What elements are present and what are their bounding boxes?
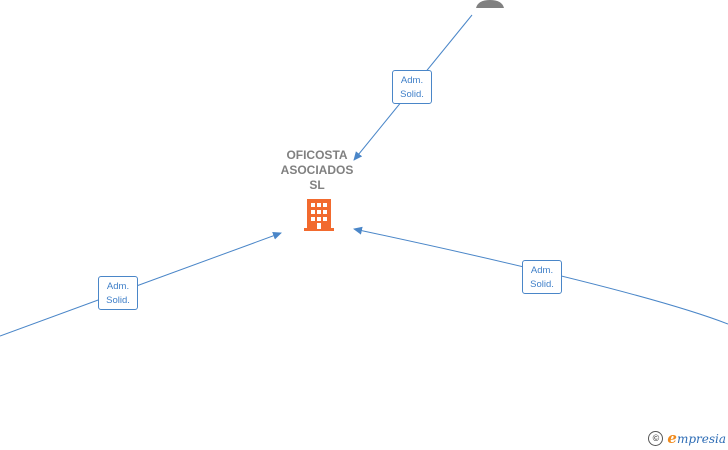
company-name-line-1: OFICOSTA (286, 148, 348, 162)
edge-label-role: Adm. (106, 281, 130, 292)
company-name-line-3: SL (309, 178, 325, 192)
edge-right (353, 226, 728, 325)
copyright-icon: © (648, 430, 664, 446)
edge-label-role-detail: Solid. (400, 89, 424, 100)
edge-label-role: Adm. (530, 265, 554, 276)
brand-name: mpresia (676, 432, 726, 446)
footer-branding: © empresia (648, 429, 726, 447)
building-icon[interactable] (304, 199, 334, 231)
edge-label-role-detail: Solid. (530, 279, 554, 290)
edge-label-role-detail: Solid. (106, 295, 130, 306)
edge-label-role: Adm. (400, 75, 424, 86)
edge-label-top[interactable]: Adm. Solid. (392, 70, 432, 104)
person-icon[interactable] (476, 0, 504, 8)
edge-label-left[interactable]: Adm. Solid. (98, 276, 138, 310)
company-name-line-2: ASOCIADOS (280, 163, 354, 177)
company-name[interactable]: OFICOSTA ASOCIADOS SL (262, 148, 372, 193)
edge-label-right[interactable]: Adm. Solid. (522, 260, 562, 294)
brand-initial: e (667, 429, 677, 447)
edge-left (0, 231, 282, 337)
brand-logo: empresia (667, 429, 726, 447)
